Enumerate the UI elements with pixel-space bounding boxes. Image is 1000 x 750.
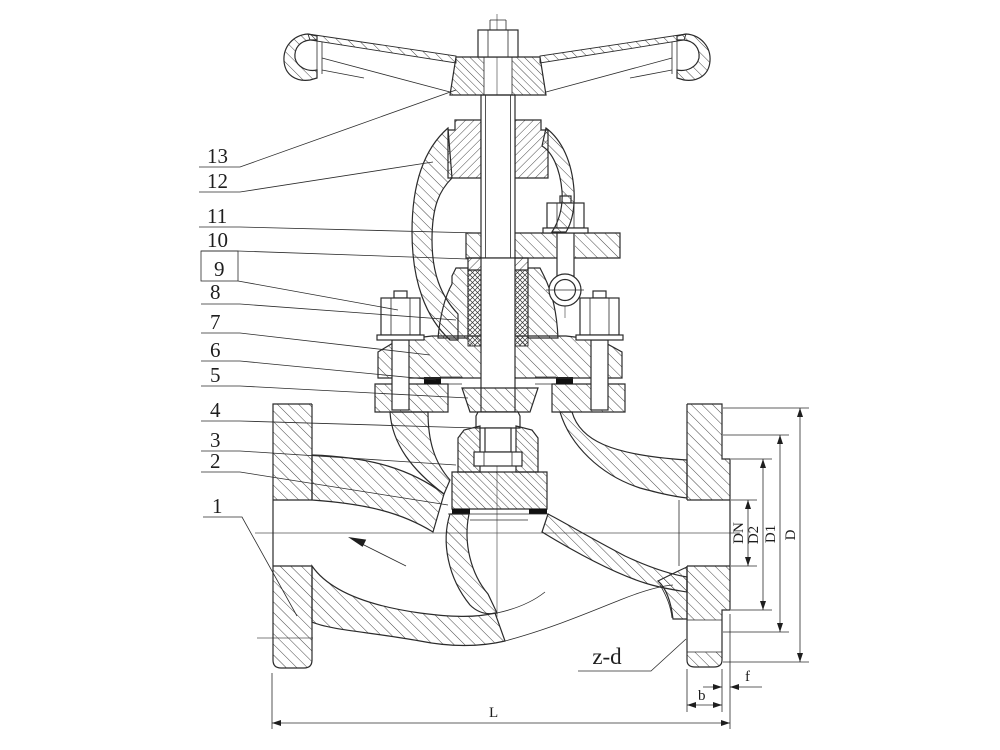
disc-body (451, 471, 548, 510)
disc-seal-left (452, 509, 470, 514)
part-label-8: 8 (210, 280, 221, 304)
dim-label-l: L (489, 705, 498, 721)
part-labels: 13 12 11 10 9 8 7 6 5 4 3 2 1 (199, 89, 479, 617)
disc-nut (473, 451, 523, 467)
flow-arrow (348, 537, 407, 567)
part-label-6: 6 (210, 338, 221, 362)
gland-follower-right (513, 257, 529, 271)
gasket-left (424, 377, 441, 384)
zd-callout: z-d (578, 638, 687, 672)
dim-label-f: f (745, 669, 750, 685)
dim-label-dn: DN (731, 522, 747, 544)
gasket-right (556, 377, 573, 384)
part-label-10: 10 (207, 228, 228, 252)
part-label-5: 5 (210, 363, 221, 387)
stem-nut-right (514, 119, 549, 179)
handwheel-rim-right (676, 33, 711, 81)
packing-right (513, 269, 529, 347)
gland-follower-left (467, 257, 483, 271)
valve-stem (480, 94, 516, 413)
yoke-arm-left (411, 126, 459, 341)
stem-lower (484, 427, 512, 453)
part-label-12: 12 (207, 169, 228, 193)
handwheel-disc-right (539, 33, 687, 64)
bonnet-bolt-right (575, 290, 624, 411)
part-label-11: 11 (207, 204, 227, 228)
packing-left (467, 269, 483, 347)
handwheel (283, 19, 711, 96)
right-flange (686, 403, 731, 668)
part-label-9: 9 (214, 257, 225, 281)
body-wall-upper-right (559, 411, 688, 499)
left-flange (272, 403, 313, 669)
disc (451, 425, 548, 514)
yoke-arm-right (541, 126, 575, 233)
part-label-1: 1 (212, 494, 223, 518)
body-hub-right (656, 566, 688, 620)
stem-collar (475, 411, 521, 429)
handwheel-nut (477, 19, 519, 58)
body-bridge-left (445, 513, 498, 615)
body-neck-left (389, 411, 451, 495)
part-label-2: 2 (210, 449, 221, 473)
handwheel-rim-left (283, 33, 318, 81)
seat-ring (448, 513, 549, 521)
part-label-4: 4 (210, 398, 221, 422)
backseat-bushing (461, 387, 539, 413)
part-label-7: 7 (210, 310, 221, 334)
part-label-3: 3 (210, 428, 221, 452)
zd-label: z-d (592, 644, 622, 669)
valve-body (311, 411, 688, 647)
disc-seal-right (529, 509, 547, 514)
bonnet-bolt-left (376, 290, 425, 411)
yoke (411, 119, 575, 341)
stem-nut-left (447, 119, 482, 179)
handwheel-disc-left (307, 33, 457, 64)
dimensions: DN D2 D1 D f b L (271, 407, 809, 729)
dim-label-b: b (698, 688, 706, 704)
dim-label-d1: D1 (763, 525, 779, 543)
dim-label-d: D (783, 529, 799, 540)
part-label-13: 13 (207, 144, 228, 168)
dim-label-d2: D2 (746, 526, 762, 544)
